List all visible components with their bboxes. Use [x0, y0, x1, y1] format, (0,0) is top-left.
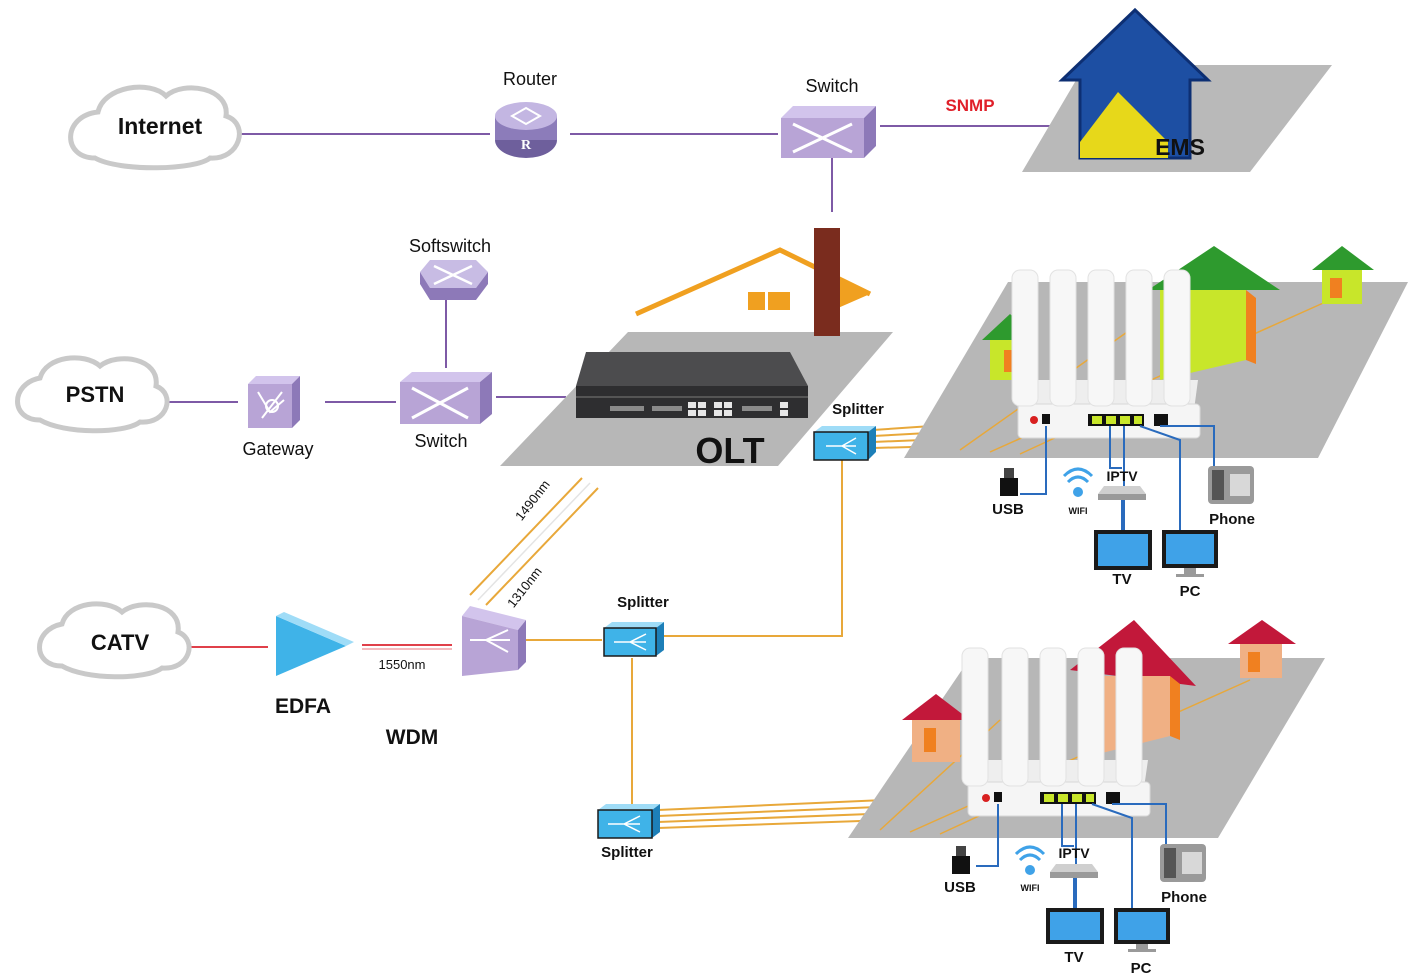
internet-cloud: Internet: [68, 84, 242, 171]
splitter-low-icon: [597, 804, 660, 839]
usb-label: USB: [944, 879, 976, 896]
house-icon: [1312, 246, 1374, 304]
splitter-mid-label: Splitter: [617, 594, 669, 611]
softswitch-icon: [420, 260, 488, 300]
tv-label: TV: [1112, 571, 1131, 588]
mid-switch-label: Switch: [414, 431, 467, 451]
ems-icon: EMS: [1022, 7, 1332, 172]
splitter-low-label: Splitter: [601, 844, 653, 861]
router-label: Router: [503, 69, 557, 89]
edfa-label: EDFA: [275, 695, 331, 718]
wifi-label: WIFI: [1021, 883, 1040, 893]
usb-label: USB: [992, 501, 1024, 518]
olt-device: [576, 352, 808, 418]
iptv-label: IPTV: [1058, 845, 1090, 861]
wifi-icon: [1014, 845, 1046, 875]
iptv-box-icon: [1098, 486, 1146, 500]
pc-icon: [1114, 908, 1170, 952]
catv-cloud: CATV: [37, 601, 192, 680]
olt-ports: [610, 406, 772, 411]
phone-label: Phone: [1161, 889, 1207, 906]
fiber-1490-shadow: [477, 482, 591, 601]
pstn-label: PSTN: [66, 382, 125, 407]
phone-icon: [1208, 466, 1254, 504]
catv-label: CATV: [91, 630, 150, 655]
snmp-label: SNMP: [945, 96, 994, 115]
wl-1310-label: 1310nm: [504, 564, 545, 610]
fiber-1310: [485, 487, 599, 606]
iptv-label: IPTV: [1106, 468, 1138, 484]
gateway-icon: [248, 376, 300, 428]
phone-icon: [1160, 844, 1206, 882]
top-switch-label: Switch: [805, 76, 858, 96]
router-mark: R: [521, 138, 532, 153]
tv-icon: [1046, 908, 1104, 944]
pc-label: PC: [1180, 583, 1201, 600]
internet-label: Internet: [118, 113, 203, 139]
wl-1490-label: 1490nm: [512, 477, 553, 523]
olt-label: OLT: [695, 430, 764, 471]
fiber-1490: [469, 477, 583, 596]
wdm-icon: [462, 606, 526, 676]
house-icon: [902, 694, 970, 762]
tv-icon: [1094, 530, 1152, 570]
pc-icon: [1162, 530, 1218, 577]
mid-switch-icon: [400, 372, 492, 424]
home-area-bottom: USB WIFI IPTV Phone TV PC: [848, 620, 1325, 977]
ems-label: EMS: [1155, 134, 1205, 160]
gateway-label: Gateway: [242, 439, 313, 459]
splitter-olt-icon: [813, 426, 876, 461]
home-area-top: USB WIFI IPTV Phone TV: [904, 246, 1408, 600]
wifi-label: WIFI: [1069, 506, 1088, 516]
edfa-icon: [276, 612, 354, 676]
usb-icon: [952, 846, 970, 874]
wifi-icon: [1062, 467, 1094, 497]
house-icon: [1228, 620, 1296, 678]
splitter-olt-label: Splitter: [832, 401, 884, 418]
top-switch-icon: [781, 106, 876, 158]
pstn-cloud: PSTN: [15, 355, 170, 434]
pc-label: PC: [1131, 960, 1152, 977]
ont-device: [1011, 269, 1201, 439]
iptv-box-icon: [1050, 864, 1098, 878]
wl-1550-label: 1550nm: [379, 657, 426, 672]
usb-icon: [1000, 468, 1018, 496]
phone-label: Phone: [1209, 511, 1255, 528]
softswitch-label: Softswitch: [409, 236, 491, 256]
router-icon: R: [495, 102, 557, 158]
tv-label: TV: [1064, 949, 1083, 966]
olt-rj45-ports: [688, 402, 788, 416]
splitter-mid-icon: [603, 622, 664, 657]
splitter-splitter-link: [660, 460, 843, 637]
wdm-label: WDM: [386, 726, 438, 749]
